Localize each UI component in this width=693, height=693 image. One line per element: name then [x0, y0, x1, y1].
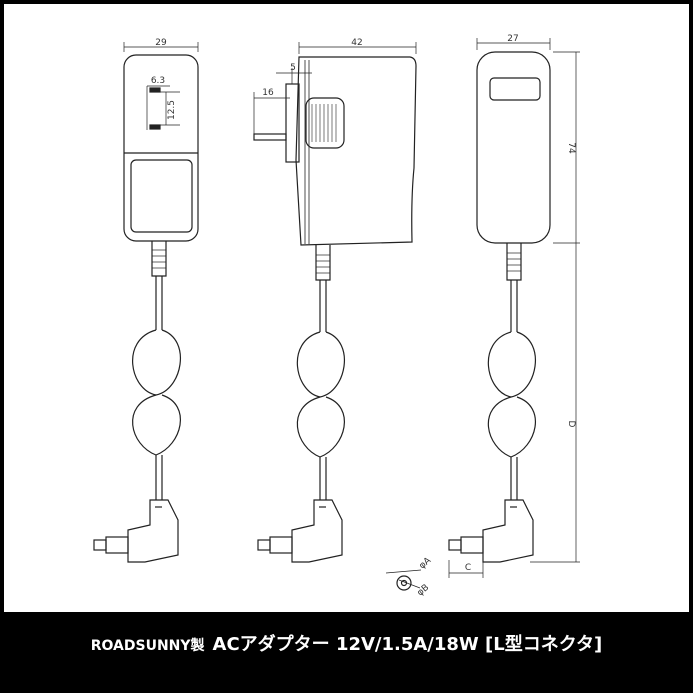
side-body — [295, 56, 417, 246]
drawing-panel — [4, 4, 689, 612]
back-label-window — [489, 77, 541, 101]
plug-outer-circle — [396, 575, 412, 591]
plug-end-view — [385, 569, 422, 591]
side-plug-base — [285, 83, 300, 163]
footer-caption: ROADSUNNY製 ACアダプター 12V/1.5A/18W [L型コネクタ] — [0, 630, 693, 656]
dim-pin-protrusion: 16 — [262, 88, 274, 98]
side-view — [253, 42, 417, 563]
dim-plug-length: C — [465, 563, 471, 573]
back-view — [448, 38, 580, 578]
dim-front-width: 29 — [155, 38, 167, 48]
dim-back-width: 27 — [507, 34, 518, 44]
dim-pin-length: 12.5 — [167, 100, 177, 120]
product-title: ACアダプター 12V/1.5A/18W [L型コネクタ] — [212, 634, 603, 655]
front-l-plug — [127, 499, 179, 563]
side-grip — [305, 97, 345, 149]
side-l-plug — [291, 499, 343, 563]
dim-pin-offset: 5 — [290, 63, 296, 73]
dim-inner-diameter: φB — [416, 583, 432, 598]
front-view — [93, 42, 199, 563]
dim-outer-diameter: φA — [418, 555, 434, 571]
technical-drawing: 29 6.3 12.5 42 5 16 27 74 D C φA φB — [93, 34, 580, 598]
dim-side-depth: 42 — [351, 38, 362, 48]
brand-label: ROADSUNNY製 — [90, 638, 205, 654]
back-l-plug — [482, 499, 534, 563]
side-pin — [253, 133, 287, 141]
front-pin-bottom — [149, 124, 161, 130]
dim-pin-spacing: 6.3 — [151, 76, 165, 86]
front-pin-top — [149, 87, 161, 93]
footer-banner: ROADSUNNY製 ACアダプター 12V/1.5A/18W [L型コネクタ] — [0, 612, 693, 693]
front-body — [123, 54, 199, 242]
back-body — [476, 51, 551, 244]
dim-height: 74 — [566, 142, 576, 154]
dim-cable-length: D — [566, 421, 576, 428]
